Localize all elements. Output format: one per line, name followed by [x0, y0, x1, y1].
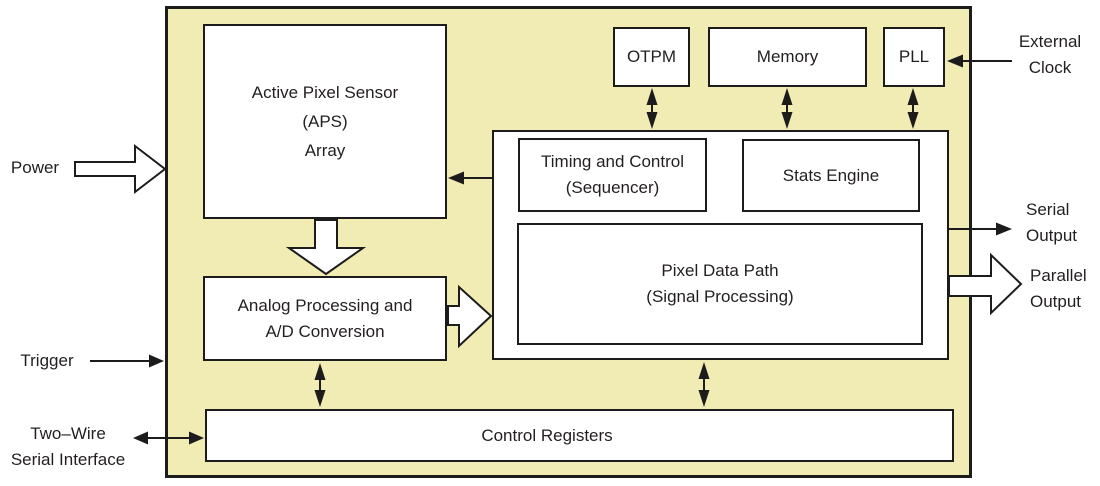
block-pixel-data-path: Pixel Data Path (Signal Processing) [517, 223, 923, 345]
block-label: Control Registers [481, 425, 613, 445]
block-label: Active Pixel Sensor [251, 83, 399, 102]
block-label: A/D Conversion [265, 321, 385, 341]
label-two-wire-serial-interface: Two–Wire Serial Interface [10, 424, 126, 469]
block-label: PLL [898, 47, 930, 66]
block-label: (APS) [302, 112, 348, 131]
block-label: Array [304, 141, 346, 160]
block-aps-array: Active Pixel Sensor (APS) Array [203, 24, 447, 219]
block-control-registers: Control Registers [205, 409, 954, 462]
block-memory: Memory [708, 27, 867, 87]
block-label: Analog Processing and [237, 295, 413, 315]
trigger-arrow-icon [90, 354, 164, 368]
block-otpm: OTPM [613, 27, 690, 87]
power-input-arrow-icon [74, 143, 167, 195]
block-label: OTPM [626, 47, 677, 66]
block-label: (Signal Processing) [646, 287, 794, 306]
block-label: Pixel Data Path [661, 261, 779, 280]
block-label: Timing and Control [541, 152, 684, 171]
block-label: (Sequencer) [565, 178, 660, 197]
block-analog-processing: Analog Processing and A/D Conversion [203, 276, 447, 361]
label-trigger: Trigger [20, 351, 74, 370]
label-parallel-output: Parallel Output [1030, 266, 1087, 311]
block-stats-engine: Stats Engine [742, 139, 920, 212]
block-pll: PLL [883, 27, 945, 87]
label-serial-output: Serial Output [1026, 200, 1078, 245]
label-external-clock: External Clock [1018, 32, 1082, 77]
block-label: Stats Engine [782, 165, 880, 185]
label-power: Power [10, 158, 60, 177]
block-timing-control: Timing and Control (Sequencer) [518, 138, 707, 212]
block-label: Memory [756, 47, 819, 66]
